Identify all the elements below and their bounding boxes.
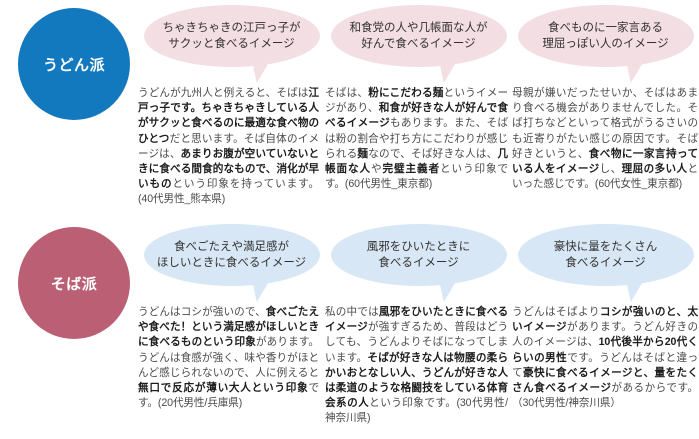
faction-circle-soba: そば派: [18, 227, 130, 339]
speech-bubble: 食べものに一家言ある 理屈っぽい人のイメージ: [517, 5, 694, 67]
columns-udon: ちゃきちゃきの江戸っ子が サクッと食べるイメージ うどんが九州人と例えると、そば…: [138, 0, 699, 219]
faction-label-udon: うどん派: [42, 56, 105, 74]
group-row-udon: うどん派 ちゃきちゃきの江戸っ子が サクッと食べるイメージ うどんが九州人と例え…: [0, 0, 699, 219]
opinion-column: 豪快に量をたくさん 食べるイメージ うどんはそばよりコシが強いのと、太いイメージ…: [512, 219, 699, 438]
speech-bubble-text: 食べものに一家言ある 理屈っぽい人のイメージ: [542, 22, 669, 50]
speech-bubble-text: 和食党の人や几帳面な人が 好んで食べるイメージ: [349, 22, 488, 50]
speech-bubble-wrap: 豪快に量をたくさん 食べるイメージ: [517, 224, 694, 302]
opinion-column: 風邪をひいたときに 食べるイメージ 私の中では風邪をひいたときに食べるイメージが…: [325, 219, 512, 438]
speech-bubble: 豪快に量をたくさん 食べるイメージ: [517, 224, 694, 286]
speech-bubble: ちゃきちゃきの江戸っ子が サクッと食べるイメージ: [143, 5, 320, 67]
speech-bubble-wrap: 食べものに一家言ある 理屈っぽい人のイメージ: [517, 5, 694, 83]
faction-circle-udon: うどん派: [18, 8, 130, 120]
speech-bubble-wrap: 風邪をひいたときに 食べるイメージ: [330, 224, 507, 302]
opinion-column: 食べものに一家言ある 理屈っぽい人のイメージ 母親が嫌いだったせいか、そばはあま…: [512, 0, 699, 219]
columns-soba: 食べごたえや満足感が ほしいときに食べるイメージ うどんはコシが強いので、食べご…: [138, 219, 699, 438]
opinion-body-text: そばは、粉にこだわる麺というイメージがあり、和食が好きな人が好んで食べるイメージ…: [325, 87, 508, 191]
speech-bubble-text: 食べごたえや満足感が ほしいときに食べるイメージ: [156, 241, 307, 269]
faction-label-soba: そば派: [50, 275, 98, 293]
opinion-body-text: 母親が嫌いだったせいか、そばはあまり食べる機会がありませんでした。そば打ちなどと…: [512, 87, 698, 191]
opinion-column: 和食党の人や几帳面な人が 好んで食べるイメージ そばは、粉にこだわる麺というイメ…: [325, 0, 512, 219]
speech-bubble-text: 風邪をひいたときに 食べるイメージ: [366, 241, 471, 269]
opinion-body-text: 私の中では風邪をひいたときに食べるイメージが強すぎるため、普段はどうしても、うど…: [325, 306, 509, 425]
group-row-soba: そば派 食べごたえや満足感が ほしいときに食べるイメージ うどんはコシが強いので…: [0, 219, 699, 438]
speech-bubble-wrap: 和食党の人や几帳面な人が 好んで食べるイメージ: [330, 5, 507, 83]
speech-bubble: 和食党の人や几帳面な人が 好んで食べるイメージ: [330, 5, 507, 67]
opinion-column: 食べごたえや満足感が ほしいときに食べるイメージ うどんはコシが強いので、食べご…: [138, 219, 325, 438]
opinion-body-text: うどんはそばよりコシが強いのと、太いイメージがあります。うどん好きの人のイメージ…: [512, 306, 699, 410]
speech-bubble: 風邪をひいたときに 食べるイメージ: [330, 224, 507, 286]
opinion-body-text: うどんはコシが強いので、食べごたえや食べた！という満足感がほしいときに食べるもの…: [138, 306, 319, 410]
speech-bubble: 食べごたえや満足感が ほしいときに食べるイメージ: [143, 224, 320, 286]
opinion-body-text: うどんが九州人と例えると、そばは江戸っ子です。ちゃきちゃきしている人がサクッと食…: [138, 87, 319, 206]
speech-bubble-wrap: 食べごたえや満足感が ほしいときに食べるイメージ: [143, 224, 320, 302]
opinion-column: ちゃきちゃきの江戸っ子が サクッと食べるイメージ うどんが九州人と例えると、そば…: [138, 0, 325, 219]
speech-bubble-text: ちゃきちゃきの江戸っ子が サクッと食べるイメージ: [162, 22, 301, 50]
speech-bubble-wrap: ちゃきちゃきの江戸っ子が サクッと食べるイメージ: [143, 5, 320, 83]
speech-bubble-text: 豪快に量をたくさん 食べるイメージ: [553, 241, 658, 269]
